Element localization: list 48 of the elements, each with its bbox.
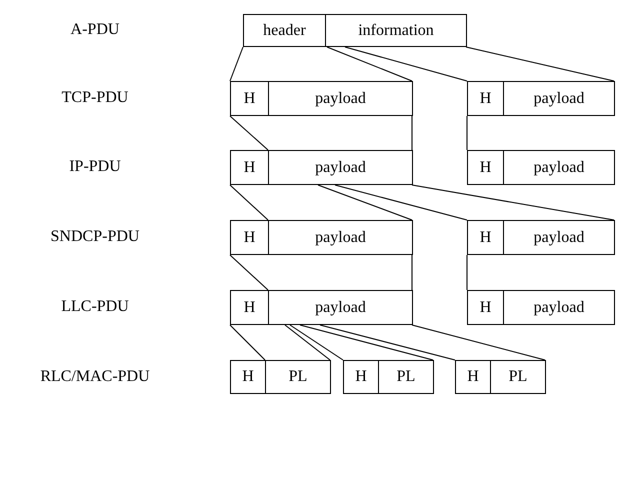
pdu-field: H (230, 81, 269, 116)
pdu-field: header (243, 14, 326, 47)
pdu-field: payload (503, 150, 615, 185)
pdu-field: H (467, 150, 504, 185)
pdu-field: PL (490, 360, 546, 394)
mapping-line (466, 46, 614, 82)
pdu-field: payload (268, 290, 413, 325)
mapping-line (320, 324, 456, 360)
pdu-field: H (230, 220, 269, 255)
layer-label: IP-PDU (68, 158, 122, 176)
pdu-field: H (467, 290, 504, 325)
pdu-field: payload (268, 81, 413, 116)
pdu-field: information (325, 14, 467, 47)
mapping-line (230, 324, 266, 360)
pdu-field: H (230, 360, 266, 394)
pdu-field: payload (268, 150, 413, 185)
layer-label: SNDCP-PDU (50, 228, 140, 246)
mapping-line (290, 324, 344, 360)
mapping-line (334, 184, 468, 220)
pdu-field: H (343, 360, 379, 394)
pdu-field: PL (378, 360, 434, 394)
mapping-line (230, 184, 268, 220)
pdu-field: payload (503, 81, 615, 116)
pdu-field: payload (268, 220, 413, 255)
layer-label: A-PDU (70, 21, 120, 39)
pdu-field: H (230, 290, 269, 325)
pdu-field: H (455, 360, 491, 394)
pdu-field: PL (265, 360, 331, 394)
layer-label: RLC/MAC-PDU (39, 368, 151, 386)
mapping-line (230, 254, 268, 290)
pdu-field: payload (503, 220, 615, 255)
layer-label: LLC-PDU (60, 298, 130, 316)
mapping-line (466, 116, 468, 150)
mapping-line (412, 324, 546, 360)
mapping-line (318, 184, 412, 220)
mapping-line (412, 184, 614, 220)
mapping-line (284, 324, 330, 360)
pdu-field: H (230, 150, 269, 185)
layer-label: TCP-PDU (60, 89, 130, 107)
mapping-line (300, 324, 434, 360)
pdu-field: payload (503, 290, 615, 325)
mapping-line (230, 46, 244, 82)
mapping-line (326, 46, 412, 82)
pdu-field: H (467, 220, 504, 255)
mapping-line (230, 116, 268, 150)
pdu-field: H (467, 81, 504, 116)
mapping-line (466, 254, 468, 290)
mapping-line (344, 46, 468, 82)
